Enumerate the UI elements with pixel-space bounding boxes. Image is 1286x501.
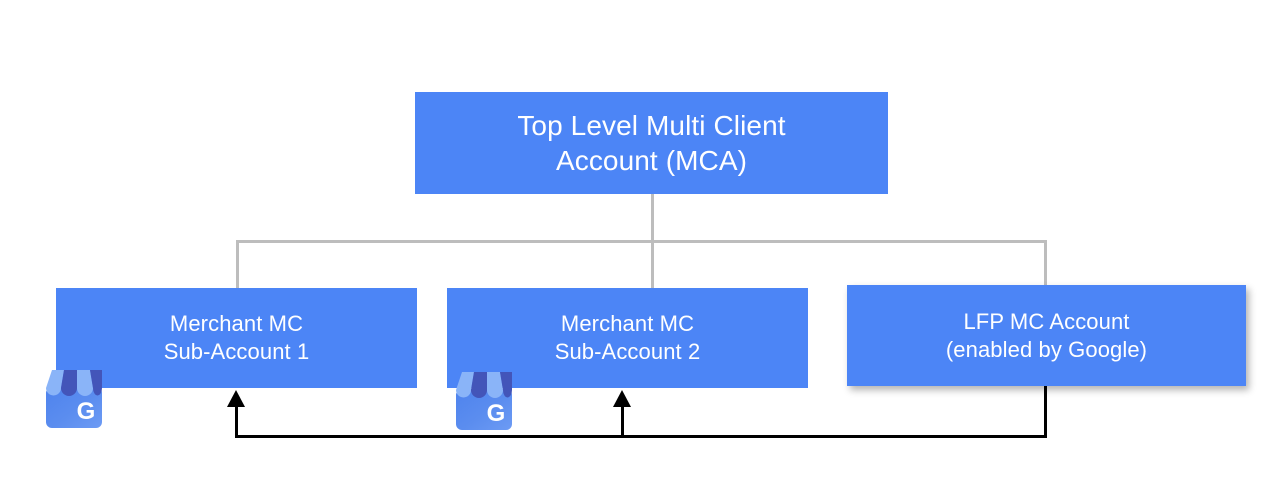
node-lfp-line2: (enabled by Google) [945, 336, 1148, 362]
node-top-level-mca[interactable]: Top Level Multi Client Account (MCA) [415, 92, 888, 194]
connector-drop-sub1 [236, 240, 239, 290]
connector-drop-lfp [1044, 240, 1047, 288]
google-my-business-icon: G [46, 370, 102, 428]
feedback-flow-bar [235, 435, 1047, 438]
node-top-level-mca-line2: Account (MCA) [555, 145, 748, 176]
connector-horizontal-bar [236, 240, 1047, 243]
gmb-letter-g: G [77, 398, 96, 425]
node-sub1-line2: Sub-Account 1 [163, 339, 310, 364]
node-sub2-line2: Sub-Account 2 [554, 339, 701, 364]
node-top-level-mca-line1: Top Level Multi Client [517, 109, 786, 141]
connector-drop-sub2 [651, 240, 654, 290]
connector-top-stem [651, 194, 654, 242]
node-merchant-mc-sub-account-2[interactable]: Merchant MC Sub-Account 2 [447, 288, 808, 388]
node-lfp-mc-account[interactable]: LFP MC Account (enabled by Google) [847, 285, 1246, 386]
node-sub2-line1: Merchant MC [560, 311, 695, 337]
node-lfp-line1: LFP MC Account [963, 308, 1130, 334]
google-my-business-icon: G [456, 372, 512, 430]
arrowhead-to-sub1-icon [227, 390, 245, 407]
feedback-flow-riser-to-sub2 [621, 404, 624, 437]
feedback-flow-riser-to-sub1 [235, 404, 238, 437]
feedback-flow-riser-from-lfp [1044, 386, 1047, 437]
gmb-letter-g: G [487, 400, 506, 427]
node-sub1-line1: Merchant MC [169, 311, 304, 337]
arrowhead-to-sub2-icon [613, 390, 631, 407]
node-merchant-mc-sub-account-1[interactable]: Merchant MC Sub-Account 1 [56, 288, 417, 388]
